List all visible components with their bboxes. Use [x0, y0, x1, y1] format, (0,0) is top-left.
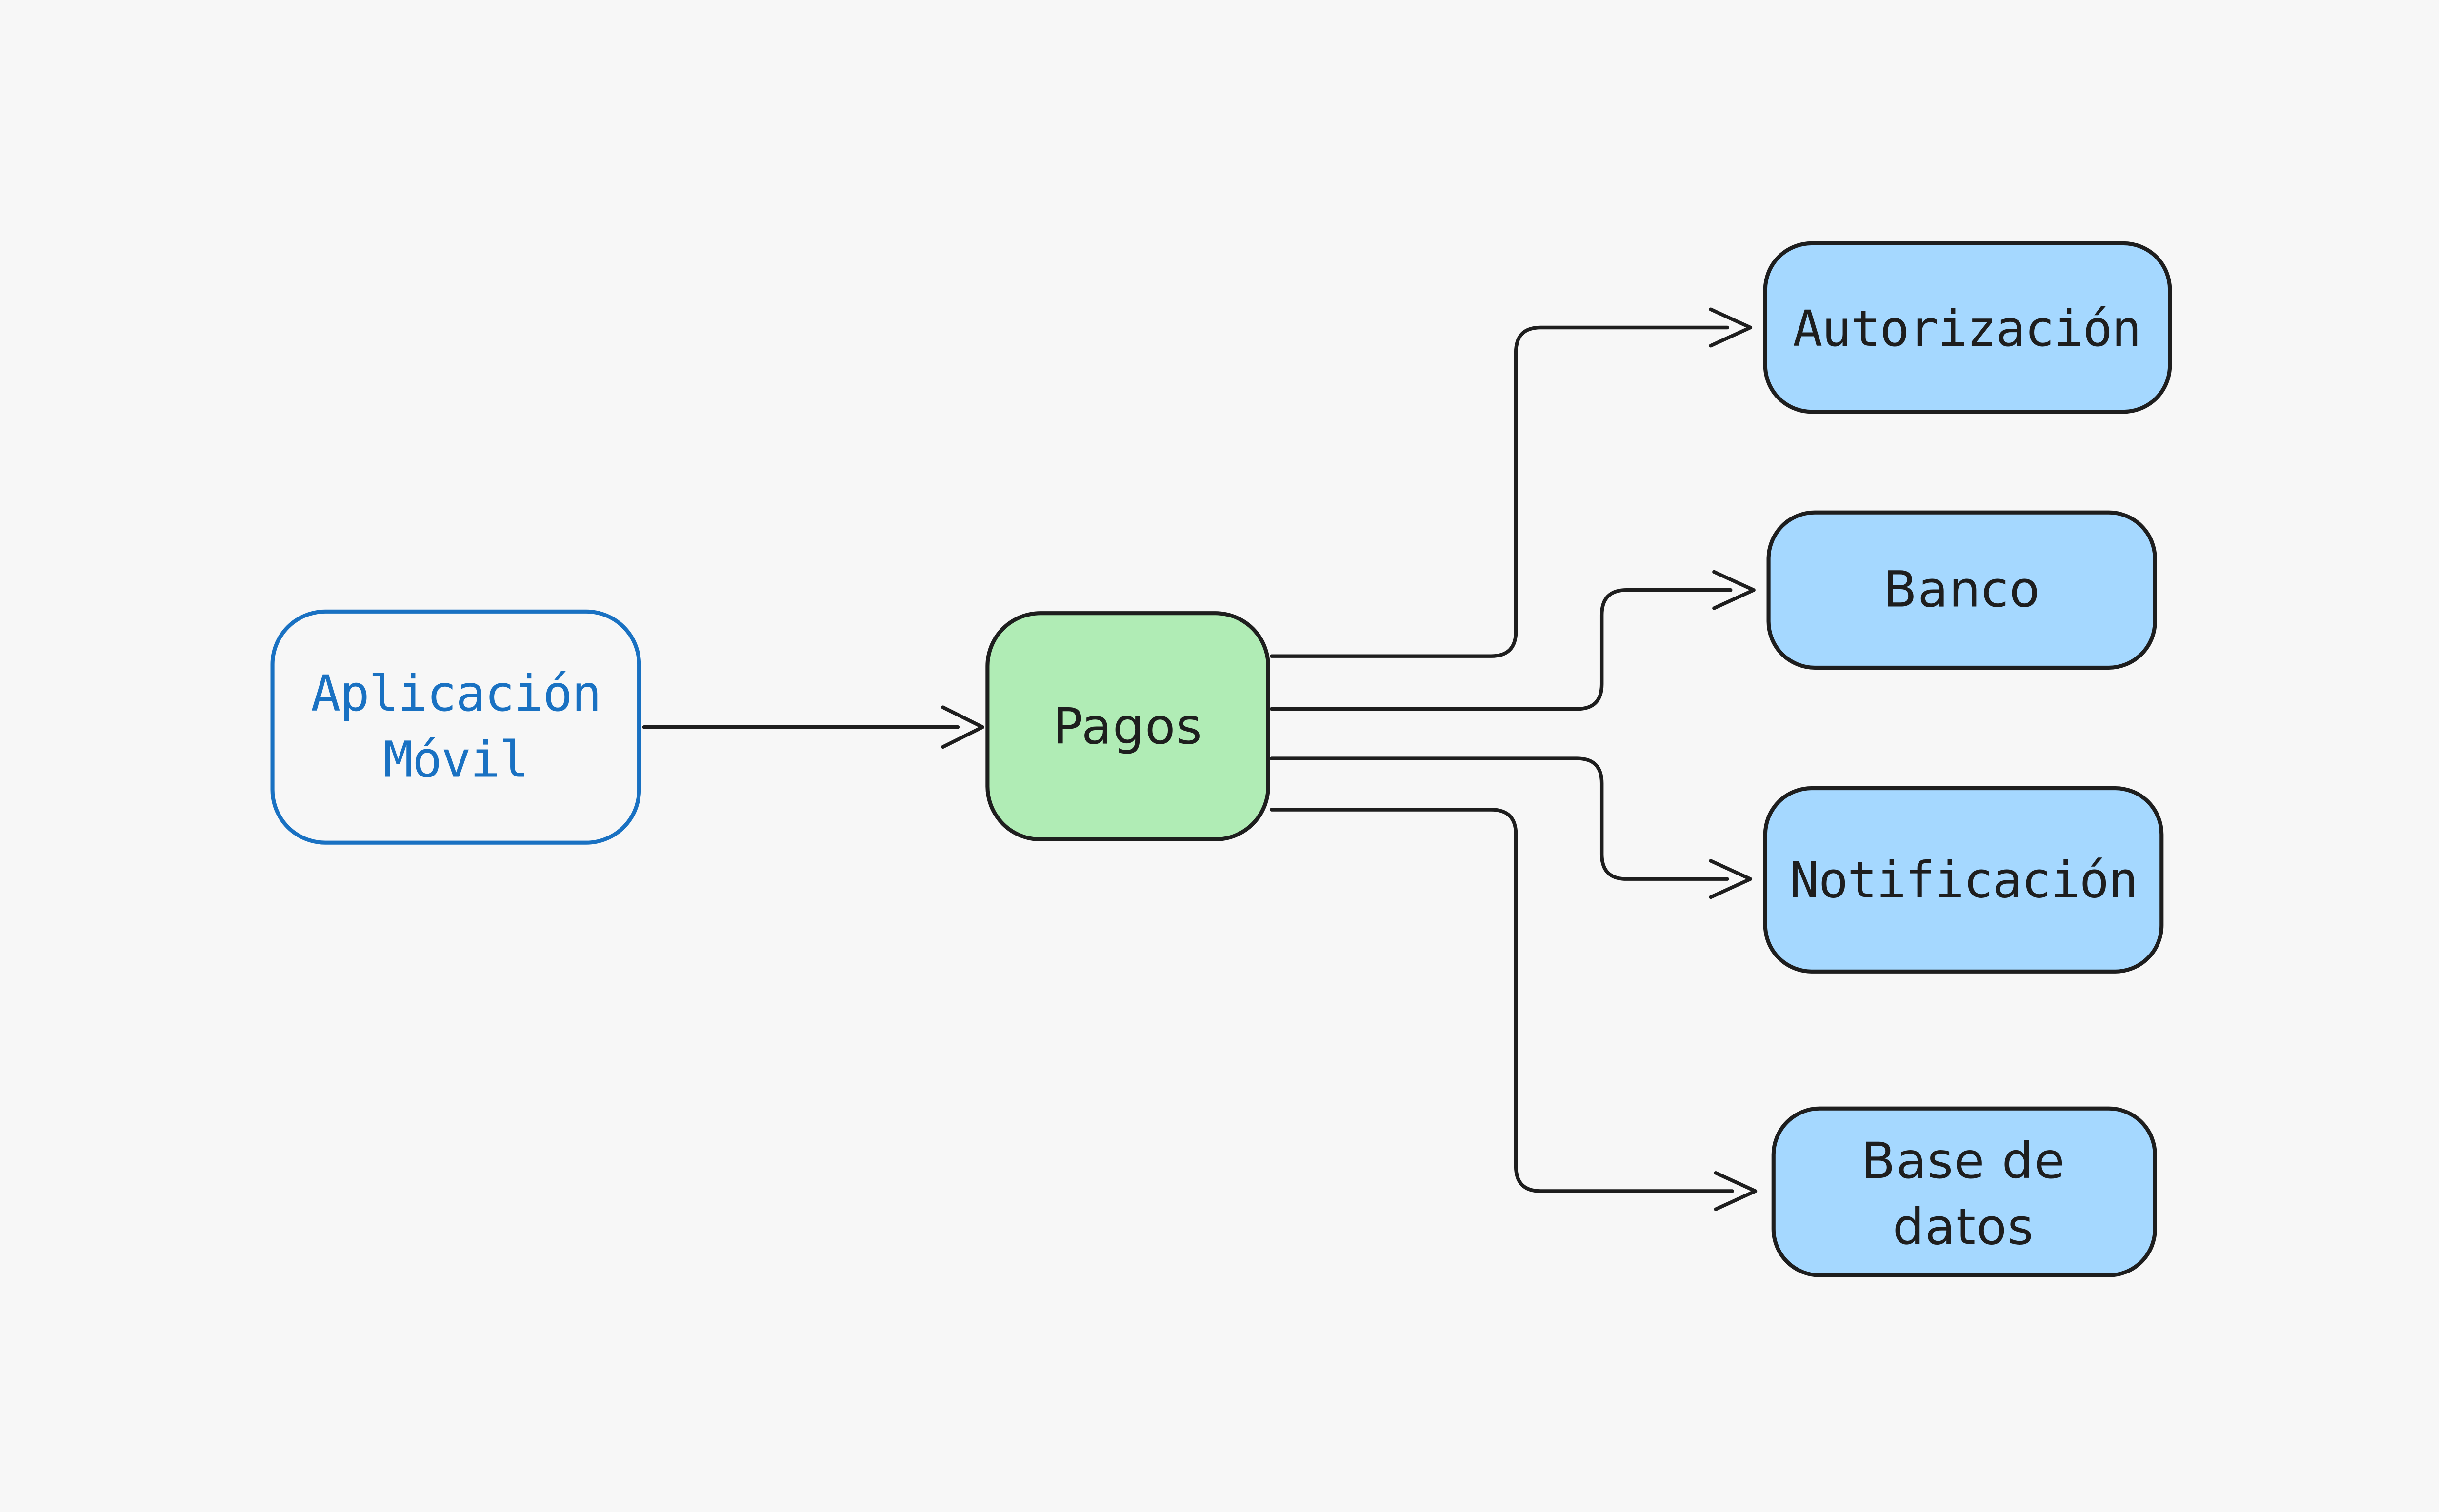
- node-aplicacion-movil-label-line1: Aplicación: [311, 665, 600, 722]
- node-base-datos-box: [1771, 1106, 2157, 1277]
- node-notificacion: Notificación: [1763, 786, 2164, 974]
- node-autorizacion-label: Autorización: [1793, 300, 2140, 358]
- edge-pagos-to-notificacion-line: [1269, 756, 1729, 881]
- node-banco: Banco: [1766, 510, 2157, 670]
- edge-pagos-to-banco: [1269, 570, 1756, 711]
- node-pagos: Pagos: [985, 611, 1270, 842]
- node-autorizacion-box: [1763, 241, 2172, 414]
- edge-pagos-to-notificacion: [1269, 756, 1753, 899]
- edge-app-to-pagos: [642, 705, 984, 749]
- edge-pagos-to-banco-arrowhead: [1712, 570, 1756, 610]
- edge-pagos-to-base-datos-line: [1269, 808, 1734, 1193]
- edge-pagos-to-autorizacion-arrowhead: [1709, 307, 1753, 348]
- edge-pagos-to-banco-line: [1269, 588, 1733, 711]
- node-notificacion-label: Notificación: [1789, 851, 2137, 909]
- node-pagos-box: [985, 611, 1270, 842]
- node-aplicacion-movil-label-line2: Móvil: [383, 731, 528, 788]
- node-banco-label: Banco: [1883, 561, 2040, 618]
- node-base-datos-label-line2: datos: [1893, 1198, 2034, 1255]
- edge-pagos-to-base-datos-arrowhead: [1714, 1171, 1758, 1211]
- edge-pagos-to-autorizacion: [1269, 307, 1753, 658]
- node-base-datos: Base de datos: [1771, 1106, 2157, 1277]
- edge-app-to-pagos-arrowhead: [941, 705, 984, 749]
- node-pagos-label: Pagos: [1053, 698, 1203, 756]
- node-aplicacion-movil-box: [270, 609, 641, 845]
- edge-pagos-to-base-datos: [1269, 808, 1758, 1211]
- node-base-datos-label-line1: Base de: [1861, 1132, 2065, 1190]
- node-notificacion-box: [1763, 786, 2164, 974]
- edge-pagos-to-notificacion-arrowhead: [1709, 859, 1753, 899]
- node-autorizacion: Autorización: [1763, 241, 2172, 414]
- node-aplicacion-movil: Aplicación Móvil: [270, 609, 641, 845]
- node-banco-box: [1766, 510, 2157, 670]
- edge-pagos-to-autorizacion-line: [1269, 325, 1729, 658]
